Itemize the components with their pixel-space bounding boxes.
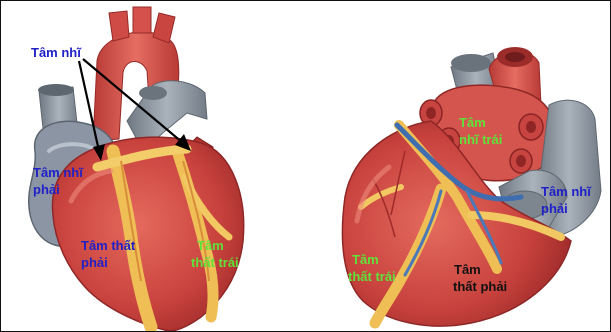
label-anterior-left-ventricle: Tâm thất trái	[197, 237, 239, 271]
label-line: Tâm	[352, 251, 396, 268]
label-line: Tâm thất	[81, 237, 135, 254]
pulmonary-opening	[139, 86, 167, 100]
aortic-branch	[153, 13, 175, 43]
label-line: thất trái	[348, 268, 396, 285]
label-line: Tâm nhĩ	[33, 164, 83, 181]
label-line: Tâm	[459, 114, 502, 131]
label-anterior-right-ventricle: Tâm thất phải	[81, 237, 135, 271]
pulmonary-vein-opening	[451, 54, 491, 72]
aortic-branch	[133, 7, 151, 33]
label-anterior-right-atrium: Tâm nhĩ phải	[33, 164, 83, 198]
label-posterior-left-ventricle: Tâm thất trái	[352, 251, 396, 285]
label-posterior-left-atrium: Tâm nhĩ trái	[459, 114, 502, 148]
label-line: thất phải	[453, 278, 507, 295]
label-line: Tâm	[197, 237, 239, 254]
label-line: thất trái	[191, 254, 239, 271]
label-line: Tâm nhĩ	[541, 183, 591, 200]
label-atria-pointer: Tâm nhĩ	[31, 44, 81, 61]
aortic-branch	[109, 11, 129, 41]
vena-cava-opening	[38, 84, 74, 96]
aorta-opening-inner	[505, 52, 525, 62]
label-line: nhĩ trái	[459, 131, 502, 148]
label-line: Tâm	[454, 261, 507, 278]
label-line: phải	[541, 200, 591, 217]
label-posterior-right-ventricle: Tâm thất phải	[454, 261, 507, 295]
label-line: phải	[81, 254, 135, 271]
label-line: phải	[33, 181, 83, 198]
label-posterior-right-atrium: Tâm nhĩ phải	[541, 183, 591, 217]
